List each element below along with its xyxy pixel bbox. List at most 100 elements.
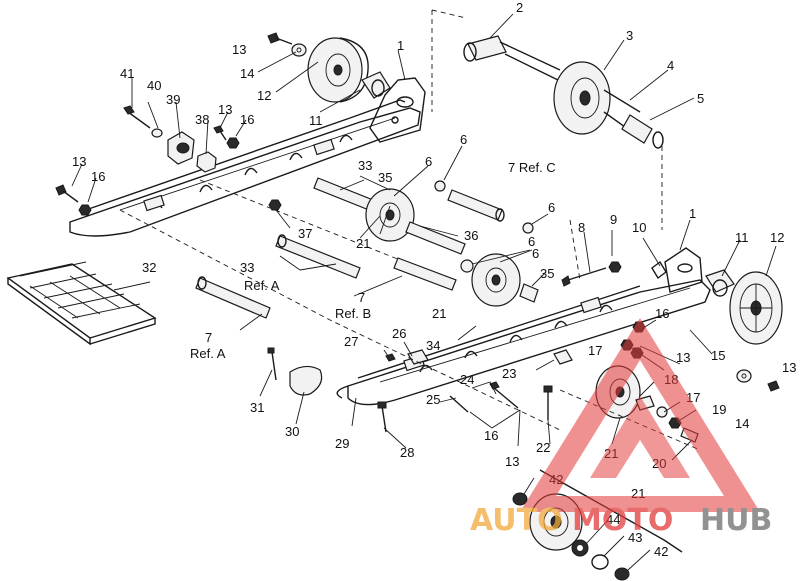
spacer-38 bbox=[196, 151, 217, 173]
label-1-right: 1 bbox=[689, 206, 696, 221]
bolt-13-upper bbox=[267, 32, 293, 45]
label-30: 30 bbox=[285, 424, 299, 439]
label-11-upper: 11 bbox=[309, 113, 323, 128]
label-14-right: 14 bbox=[735, 416, 749, 431]
washer-6-upper bbox=[434, 180, 446, 192]
spacer-5 bbox=[621, 114, 664, 149]
label-28: 28 bbox=[400, 445, 414, 460]
washer-17 bbox=[656, 406, 668, 418]
bolt-24 bbox=[489, 381, 519, 409]
label-1-upper: 1 bbox=[397, 38, 404, 53]
nut-16-left bbox=[78, 204, 92, 216]
label-21-upper: 21 bbox=[356, 236, 370, 251]
washer-42-top bbox=[512, 492, 528, 506]
nut-37 bbox=[268, 199, 282, 211]
watermark-moto: MOTO bbox=[572, 503, 673, 538]
wheel-21-upper bbox=[365, 188, 415, 242]
label-7-ref-a: Ref. A bbox=[190, 346, 226, 361]
idler-wheel-12-right bbox=[729, 271, 783, 345]
label-6-b: 6 bbox=[425, 154, 432, 169]
bolt-13-small bbox=[213, 125, 227, 141]
clip-43 bbox=[591, 554, 609, 570]
label-21-mid: 21 bbox=[432, 306, 446, 321]
label-29: 29 bbox=[335, 436, 349, 451]
label-31: 31 bbox=[250, 400, 264, 415]
label-4: 4 bbox=[667, 58, 674, 73]
label-42-bottom: 42 bbox=[654, 544, 668, 559]
label-13-right: 13 bbox=[782, 360, 796, 375]
label-3: 3 bbox=[626, 28, 633, 43]
label-12-upper: 12 bbox=[257, 88, 271, 103]
nut-9 bbox=[608, 261, 622, 273]
label-26: 26 bbox=[392, 326, 406, 341]
shaft-33-lower bbox=[275, 234, 361, 279]
label-35-lower: 35 bbox=[540, 266, 554, 281]
label-15: 15 bbox=[711, 348, 725, 363]
label-37: 37 bbox=[298, 226, 312, 241]
label-5: 5 bbox=[697, 91, 704, 106]
washer-42-bottom bbox=[614, 567, 630, 581]
rail-tip-29 bbox=[336, 385, 349, 399]
bolt-22 bbox=[543, 385, 553, 420]
spacer-35-lower bbox=[519, 283, 539, 303]
label-25: 25 bbox=[426, 392, 440, 407]
label-2: 2 bbox=[516, 0, 523, 15]
centerline-4 bbox=[569, 219, 581, 281]
label-33-ref-a: Ref. A bbox=[244, 278, 280, 293]
label-41: 41 bbox=[120, 66, 134, 81]
label-43: 43 bbox=[628, 530, 642, 545]
label-13-left: 13 bbox=[72, 154, 86, 169]
bolt-8 bbox=[561, 267, 607, 287]
label-7-ref-b: Ref. B bbox=[335, 306, 371, 321]
watermark-auto: AUTO bbox=[470, 503, 563, 538]
watermark-triangle bbox=[520, 318, 760, 512]
spacer-26 bbox=[407, 349, 429, 365]
shaft-36 bbox=[405, 221, 466, 255]
label-35-upper: 35 bbox=[378, 170, 392, 185]
label-34: 34 bbox=[426, 338, 440, 353]
label-44: 44 bbox=[606, 512, 620, 527]
bolt-13-right bbox=[767, 380, 780, 392]
spacer-11-upper bbox=[361, 71, 391, 99]
idler-wheel-12-upper bbox=[307, 37, 369, 103]
bolt-13-left bbox=[55, 184, 79, 203]
washer-40 bbox=[151, 128, 163, 138]
label-7-b: 7 bbox=[358, 290, 365, 305]
label-19: 19 bbox=[712, 402, 726, 417]
bracket-line-bottom bbox=[539, 469, 683, 553]
label-16-lower: 16 bbox=[484, 428, 498, 443]
watermark-inner-mark bbox=[590, 396, 690, 478]
label-24: 24 bbox=[460, 372, 474, 387]
label-16-right: 16 bbox=[655, 306, 669, 321]
wheel-21-mid bbox=[471, 253, 521, 307]
label-22: 22 bbox=[536, 440, 550, 455]
spacer-39 bbox=[167, 131, 195, 165]
axle-2 bbox=[463, 35, 563, 83]
label-27: 27 bbox=[344, 334, 358, 349]
axle-centerline bbox=[431, 9, 467, 112]
label-11-right: 11 bbox=[735, 230, 749, 245]
label-16-left: 16 bbox=[91, 169, 105, 184]
washer-14-right bbox=[736, 369, 752, 383]
label-40: 40 bbox=[147, 78, 161, 93]
bolt-28 bbox=[377, 401, 387, 433]
leader-lines bbox=[71, 13, 777, 571]
label-7-a: 7 bbox=[205, 330, 212, 345]
label-23: 23 bbox=[502, 366, 516, 381]
automotohub-watermark: AUTO MOTO HUB bbox=[470, 318, 772, 538]
shaft-7-refa bbox=[195, 276, 271, 319]
label-13-top: 13 bbox=[232, 42, 246, 57]
nut-16-upper bbox=[226, 137, 240, 149]
part-labels: 2 3 4 5 1 13 14 12 11 41 40 39 13 38 16 … bbox=[72, 0, 796, 559]
label-6-e: 6 bbox=[532, 246, 539, 261]
spacer-11-right bbox=[705, 269, 735, 297]
washer-6-mid bbox=[460, 259, 474, 273]
label-16-upper: 16 bbox=[240, 112, 254, 127]
label-36: 36 bbox=[464, 228, 478, 243]
label-17-upper: 17 bbox=[588, 343, 602, 358]
label-10: 10 bbox=[632, 220, 646, 235]
label-13-lower: 13 bbox=[505, 454, 519, 469]
centerline-1 bbox=[119, 209, 561, 431]
track-section-32 bbox=[6, 261, 157, 346]
